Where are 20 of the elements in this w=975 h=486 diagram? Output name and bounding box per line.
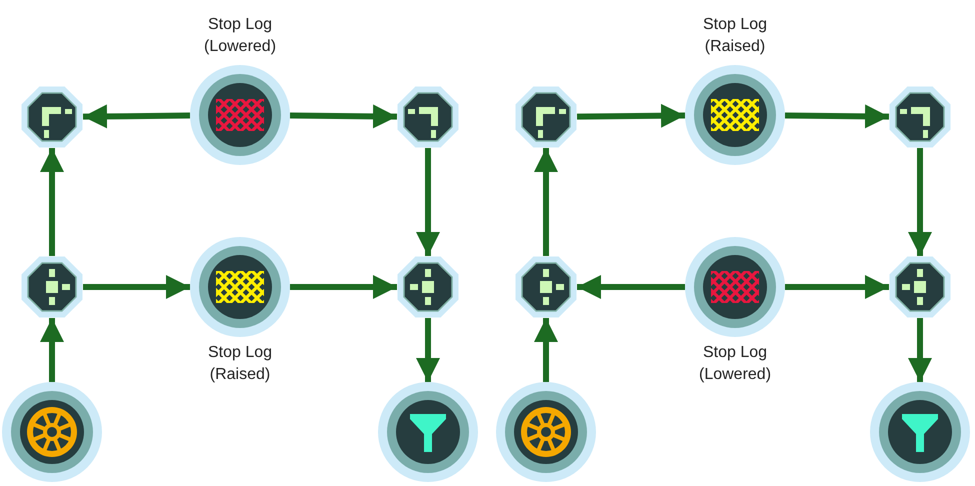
arrow <box>40 148 64 256</box>
arrow <box>785 275 889 299</box>
arrow <box>908 148 932 256</box>
arrow <box>784 104 890 128</box>
node-label: Stop Log (Raised) <box>702 15 768 57</box>
arrow <box>40 318 64 382</box>
arrow <box>534 318 558 382</box>
arrow <box>576 104 686 128</box>
node-label: Stop Log (Raised) <box>206 343 274 385</box>
arrow <box>290 104 398 128</box>
arrow <box>82 104 190 128</box>
arrow <box>908 318 932 382</box>
arrow <box>577 275 685 299</box>
node-label: Stop Log (Lowered) <box>698 343 772 385</box>
arrow <box>416 148 440 256</box>
node-label: Stop Log (Lowered) <box>202 15 278 57</box>
arrow <box>290 275 397 299</box>
arrow <box>83 275 190 299</box>
arrow <box>534 148 558 256</box>
arrow <box>416 318 440 382</box>
